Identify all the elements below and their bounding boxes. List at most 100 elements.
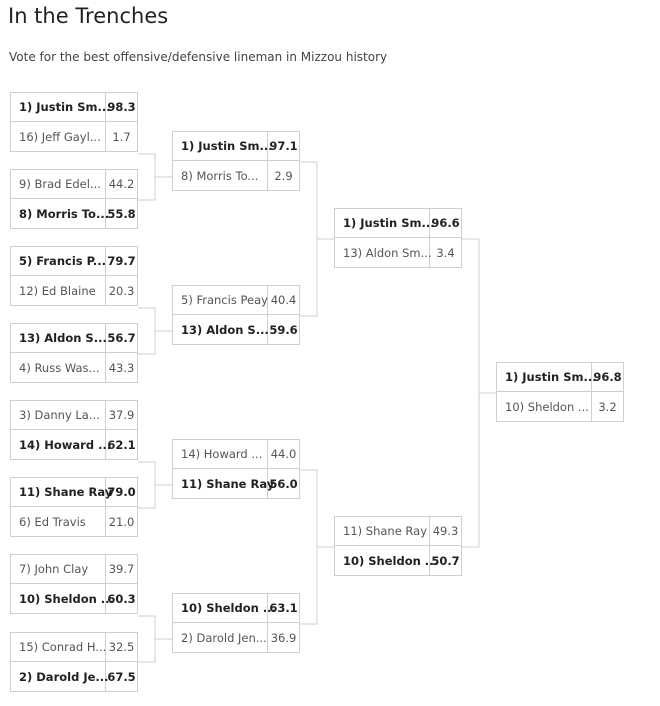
contestant-row[interactable]: 10) Sheldon ...60.3 xyxy=(11,584,137,613)
contestant-row[interactable]: 14) Howard ...62.1 xyxy=(11,430,137,459)
contestant-name: 1) Justin Sm... xyxy=(11,93,111,121)
vote-percentage: 97.1 xyxy=(269,139,298,153)
contestant-name: 13) Aldon S... xyxy=(173,315,269,344)
vote-percentage: 98.3 xyxy=(107,100,136,114)
vote-percentage: 49.3 xyxy=(432,524,459,538)
contestant-name: 13) Aldon Sm... xyxy=(335,238,432,267)
contestant-name: 1) Justin Sm... xyxy=(335,209,435,237)
vote-percentage: 1.7 xyxy=(112,129,131,144)
contestant-row[interactable]: 16) Jeff Gayl... 1.7 xyxy=(11,122,137,151)
contestant-name: 2) Darold Jen... xyxy=(173,623,268,652)
connector-r1-b xyxy=(138,307,156,355)
vote-percentage: 3.2 xyxy=(598,399,617,414)
contestant-row[interactable]: 10) Sheldon ...63.1 xyxy=(173,594,299,623)
contestant-name: 10) Sheldon ... xyxy=(497,392,592,421)
contestant-row[interactable]: 8) Morris To... 2.9 xyxy=(173,161,299,190)
contestant-row[interactable]: 9) Brad Edel...44.2 xyxy=(11,170,137,199)
vote-percentage: 36.9 xyxy=(270,630,297,645)
contestant-row[interactable]: 1) Justin Sm...96.8 xyxy=(497,363,623,392)
contestant-name: 1) Justin Sm... xyxy=(497,363,597,391)
contestant-name: 11) Shane Ray xyxy=(11,478,112,506)
vote-percentage: 96.8 xyxy=(593,370,622,384)
connector-r3 xyxy=(462,238,480,548)
vote-percentage: 50.7 xyxy=(431,553,460,568)
page-title: In the Trenches xyxy=(8,4,169,28)
contestant-row[interactable]: 14) Howard ...44.0 xyxy=(173,440,299,469)
contestant-name: 15) Conrad H... xyxy=(11,633,106,661)
contestant-row[interactable]: 13) Aldon Sm... 3.4 xyxy=(335,238,461,267)
vote-percentage: 3.4 xyxy=(436,245,455,260)
contestant-name: 10) Sheldon ... xyxy=(173,594,276,622)
contestant-row[interactable]: 2) Darold Jen...36.9 xyxy=(173,623,299,652)
contestant-name: 13) Aldon S... xyxy=(11,324,107,352)
contestant-name: 8) Morris To... xyxy=(173,161,268,190)
vote-percentage: 21.0 xyxy=(108,514,135,529)
vote-percentage: 96.6 xyxy=(431,216,460,230)
contestant-row[interactable]: 1) Justin Sm...96.6 xyxy=(335,209,461,238)
contestant-name: 5) Francis Peay xyxy=(173,286,268,314)
contestant-row[interactable]: 1) Justin Sm...98.3 xyxy=(11,93,137,122)
connector-r2-b xyxy=(300,469,318,625)
connector-r1-a xyxy=(138,153,156,201)
page-subtitle: Vote for the best offensive/defensive li… xyxy=(9,50,388,64)
vote-percentage: 43.3 xyxy=(108,360,135,375)
vote-percentage: 79.0 xyxy=(107,485,136,499)
contestant-row[interactable]: 10) Sheldon ...50.7 xyxy=(335,546,461,575)
contestant-row[interactable]: 2) Darold Je...67.5 xyxy=(11,662,137,691)
contestant-row[interactable]: 3) Danny La...37.9 xyxy=(11,401,137,430)
contestant-name: 8) Morris To... xyxy=(11,199,109,228)
vote-percentage: 39.7 xyxy=(108,562,135,576)
contestant-row[interactable]: 10) Sheldon ... 3.2 xyxy=(497,392,623,421)
contestant-row[interactable]: 5) Francis P...79.7 xyxy=(11,247,137,276)
contestant-name: 10) Sheldon ... xyxy=(11,584,114,613)
vote-percentage: 59.6 xyxy=(269,322,298,337)
contestant-name: 4) Russ Was... xyxy=(11,353,106,382)
contestant-name: 14) Howard ... xyxy=(11,430,111,459)
vote-percentage: 56.0 xyxy=(269,476,298,491)
contestant-name: 11) Shane Ray xyxy=(173,469,274,498)
contestant-row[interactable]: 13) Aldon S...56.7 xyxy=(11,324,137,353)
contestant-row[interactable]: 1) Justin Sm...97.1 xyxy=(173,132,299,161)
vote-percentage: 67.5 xyxy=(107,669,136,684)
connector-r1-d xyxy=(138,615,156,663)
connector-r1-c xyxy=(138,461,156,509)
contestant-name: 16) Jeff Gayl... xyxy=(11,122,106,151)
vote-percentage: 2.9 xyxy=(274,168,293,183)
contestant-row[interactable]: 8) Morris To...55.8 xyxy=(11,199,137,228)
contestant-name: 9) Brad Edel... xyxy=(11,170,106,198)
vote-percentage: 79.7 xyxy=(107,254,136,268)
contestant-row[interactable]: 4) Russ Was...43.3 xyxy=(11,353,137,382)
contestant-name: 14) Howard ... xyxy=(173,440,268,468)
contestant-row[interactable]: 15) Conrad H...32.5 xyxy=(11,633,137,662)
vote-percentage: 40.4 xyxy=(270,293,297,307)
vote-percentage: 20.3 xyxy=(108,283,135,298)
vote-percentage: 55.8 xyxy=(107,206,136,221)
contestant-name: 11) Shane Ray xyxy=(335,517,430,545)
contestant-name: 3) Danny La... xyxy=(11,401,106,429)
vote-percentage: 32.5 xyxy=(108,640,135,654)
contestant-row[interactable]: 13) Aldon S...59.6 xyxy=(173,315,299,344)
vote-percentage: 37.9 xyxy=(108,408,135,422)
